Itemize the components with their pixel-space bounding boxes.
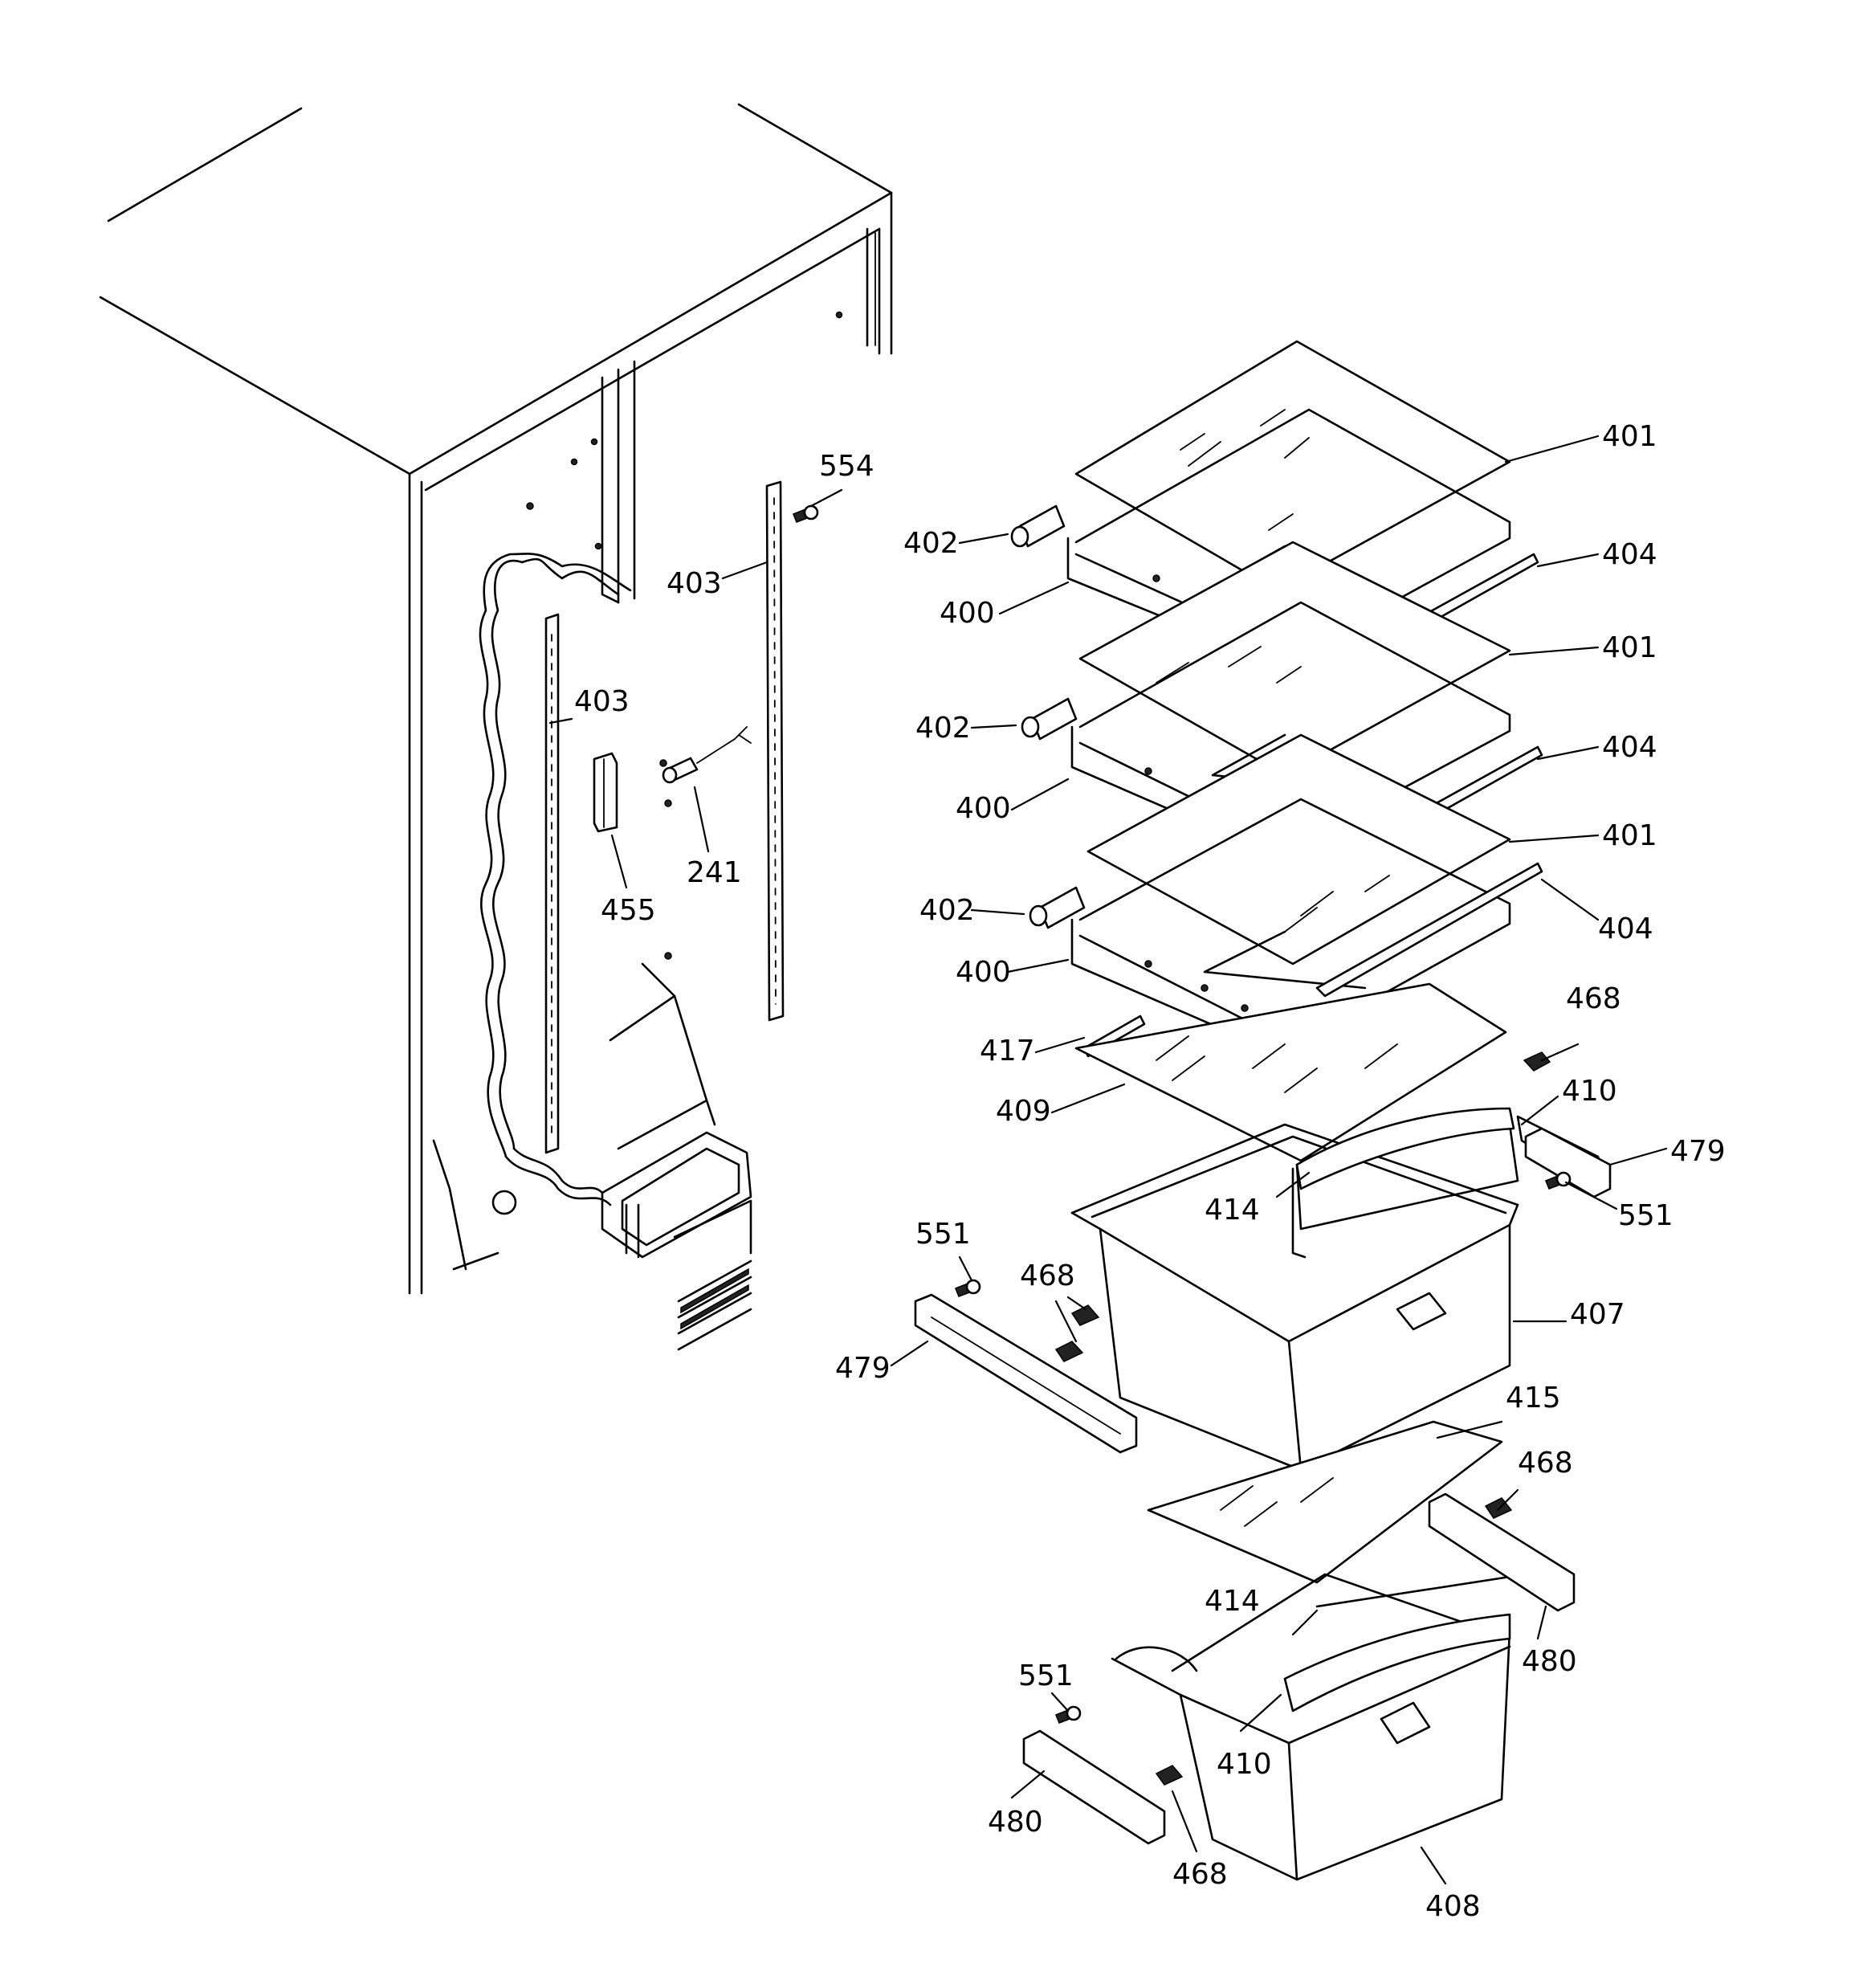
drawer-stop-3 xyxy=(1054,1341,1084,1362)
callout-labels: 401 401 401 402 402 402 400 400 400 404 … xyxy=(574,420,1726,1923)
mounting-bracket xyxy=(593,752,618,833)
callout-404-middle: 404 xyxy=(1602,731,1657,764)
crisper-glass-lower xyxy=(1147,1420,1503,1584)
callout-410-lower: 410 xyxy=(1217,1748,1272,1781)
slide-rail-lower-right xyxy=(1428,1492,1576,1612)
callout-554: 554 xyxy=(819,450,874,483)
callout-401-top: 401 xyxy=(1602,420,1657,453)
shelf-rail-right xyxy=(765,480,785,1022)
drawer-stop-1 xyxy=(1523,1051,1551,1072)
callout-551-lower: 551 xyxy=(1018,1659,1074,1692)
callout-414-upper: 414 xyxy=(1205,1194,1260,1227)
callout-401-bottom: 401 xyxy=(1602,819,1657,852)
callout-404-top: 404 xyxy=(1602,538,1657,571)
slide-rail-upper-right xyxy=(1524,1127,1612,1198)
leader-lines xyxy=(548,435,1668,1885)
callout-403-right-rail: 403 xyxy=(667,567,722,600)
pin-part xyxy=(662,726,752,784)
callout-468-upper-left: 468 xyxy=(1020,1259,1075,1292)
callout-400-middle: 400 xyxy=(956,792,1011,825)
screw-551-right xyxy=(1545,1171,1572,1190)
callout-410-upper: 410 xyxy=(1562,1075,1617,1108)
callout-468-upper-right: 468 xyxy=(1566,982,1621,1015)
refrigerator-cabinet xyxy=(99,103,893,1351)
callout-480-left: 480 xyxy=(988,1806,1043,1839)
callout-480-right: 480 xyxy=(1522,1645,1577,1678)
shelf-rail-left xyxy=(544,613,560,1154)
callout-402-middle: 402 xyxy=(915,712,971,745)
slide-rail-lower-left xyxy=(1022,1729,1166,1845)
screw-551-lower xyxy=(1055,1705,1082,1724)
callout-415: 415 xyxy=(1506,1382,1561,1414)
callout-468-lower-left: 468 xyxy=(1172,1858,1228,1891)
callout-479-left: 479 xyxy=(835,1352,891,1385)
callout-404-bottom: 404 xyxy=(1598,912,1653,945)
callout-400-bottom: 400 xyxy=(956,956,1011,989)
callout-455: 455 xyxy=(601,894,656,927)
callout-409: 409 xyxy=(996,1095,1051,1128)
callout-468-lower-right: 468 xyxy=(1518,1447,1573,1480)
crisper-glass-cover xyxy=(1074,982,1507,1162)
crisper-drawer-lower xyxy=(1111,1573,1527,1881)
callout-408: 408 xyxy=(1425,1890,1481,1923)
callout-402-bottom: 402 xyxy=(919,894,975,927)
callout-402-top: 402 xyxy=(903,527,959,560)
drawer-stop-5 xyxy=(1155,1765,1184,1786)
callout-241: 241 xyxy=(687,856,742,889)
callout-551-right: 551 xyxy=(1618,1199,1673,1232)
callout-414-lower: 414 xyxy=(1205,1585,1260,1618)
callout-479-right: 479 xyxy=(1670,1135,1726,1168)
callout-551-left: 551 xyxy=(915,1218,971,1251)
callout-417: 417 xyxy=(980,1035,1035,1067)
callout-407: 407 xyxy=(1570,1298,1625,1331)
screw-551-left xyxy=(955,1279,981,1297)
crisper-drawer-upper xyxy=(1070,1107,1608,1472)
callout-403-left-rail: 403 xyxy=(574,685,630,718)
screw-554 xyxy=(793,504,819,523)
slide-rail-upper-left xyxy=(914,1293,1138,1454)
callout-400-top: 400 xyxy=(940,597,995,630)
callout-401-middle: 401 xyxy=(1602,631,1657,664)
